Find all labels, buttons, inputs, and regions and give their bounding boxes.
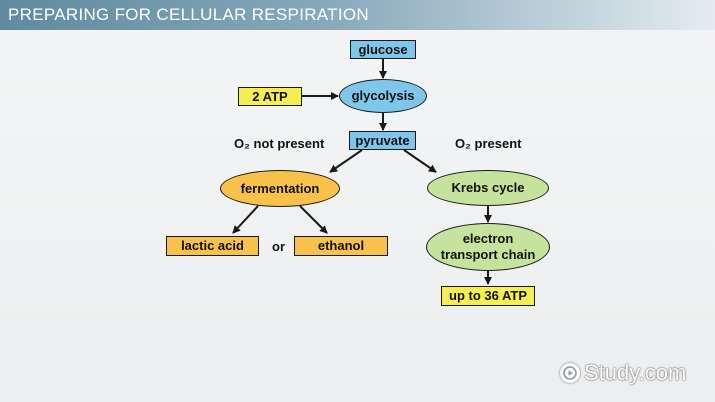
play-triangle-icon bbox=[563, 366, 577, 380]
fermentation-node: fermentation bbox=[220, 170, 340, 207]
krebs-cycle-label: Krebs cycle bbox=[451, 180, 525, 195]
or-label: or bbox=[272, 239, 285, 254]
page-title: PREPARING FOR CELLULAR RESPIRATION bbox=[8, 5, 369, 24]
study-logo-icon bbox=[560, 363, 580, 383]
title-bar: PREPARING FOR CELLULAR RESPIRATION bbox=[0, 0, 715, 30]
study-com-logo: Study.com bbox=[560, 360, 686, 386]
krebs-cycle-node: Krebs cycle bbox=[427, 170, 549, 206]
atp-input-label: 2 ATP bbox=[252, 88, 288, 104]
glycolysis-label: glycolysis bbox=[351, 88, 415, 103]
arrow-fermentation-lactic bbox=[232, 205, 259, 234]
glycolysis-node: glycolysis bbox=[339, 79, 427, 113]
etc-label-line2: transport chain bbox=[440, 247, 536, 262]
arrow-pyruvate-fermentation bbox=[329, 149, 363, 173]
atp-input-box: 2 ATP bbox=[238, 87, 302, 106]
arrow-pyruvate-krebs bbox=[403, 149, 437, 173]
lactic-acid-box: lactic acid bbox=[166, 236, 259, 256]
pyruvate-box: pyruvate bbox=[349, 131, 416, 150]
ethanol-label: ethanol bbox=[317, 238, 365, 253]
o2-present-label: O₂ present bbox=[455, 136, 522, 151]
glucose-label: glucose bbox=[358, 41, 408, 57]
glucose-box: glucose bbox=[350, 40, 416, 59]
pyruvate-label: pyruvate bbox=[355, 132, 410, 148]
watermark-text: Study.com bbox=[584, 360, 687, 385]
electron-transport-chain-node: electron transport chain bbox=[426, 223, 550, 271]
etc-label-line1: electron bbox=[462, 231, 514, 246]
lactic-acid-label: lactic acid bbox=[181, 238, 244, 253]
o2-not-present-label: O₂ not present bbox=[234, 136, 325, 151]
arrow-fermentation-ethanol bbox=[299, 205, 328, 234]
atp-output-label: up to 36 ATP bbox=[449, 288, 527, 303]
ethanol-box: ethanol bbox=[294, 236, 388, 256]
atp-output-box: up to 36 ATP bbox=[441, 286, 535, 306]
fermentation-label: fermentation bbox=[240, 180, 320, 196]
